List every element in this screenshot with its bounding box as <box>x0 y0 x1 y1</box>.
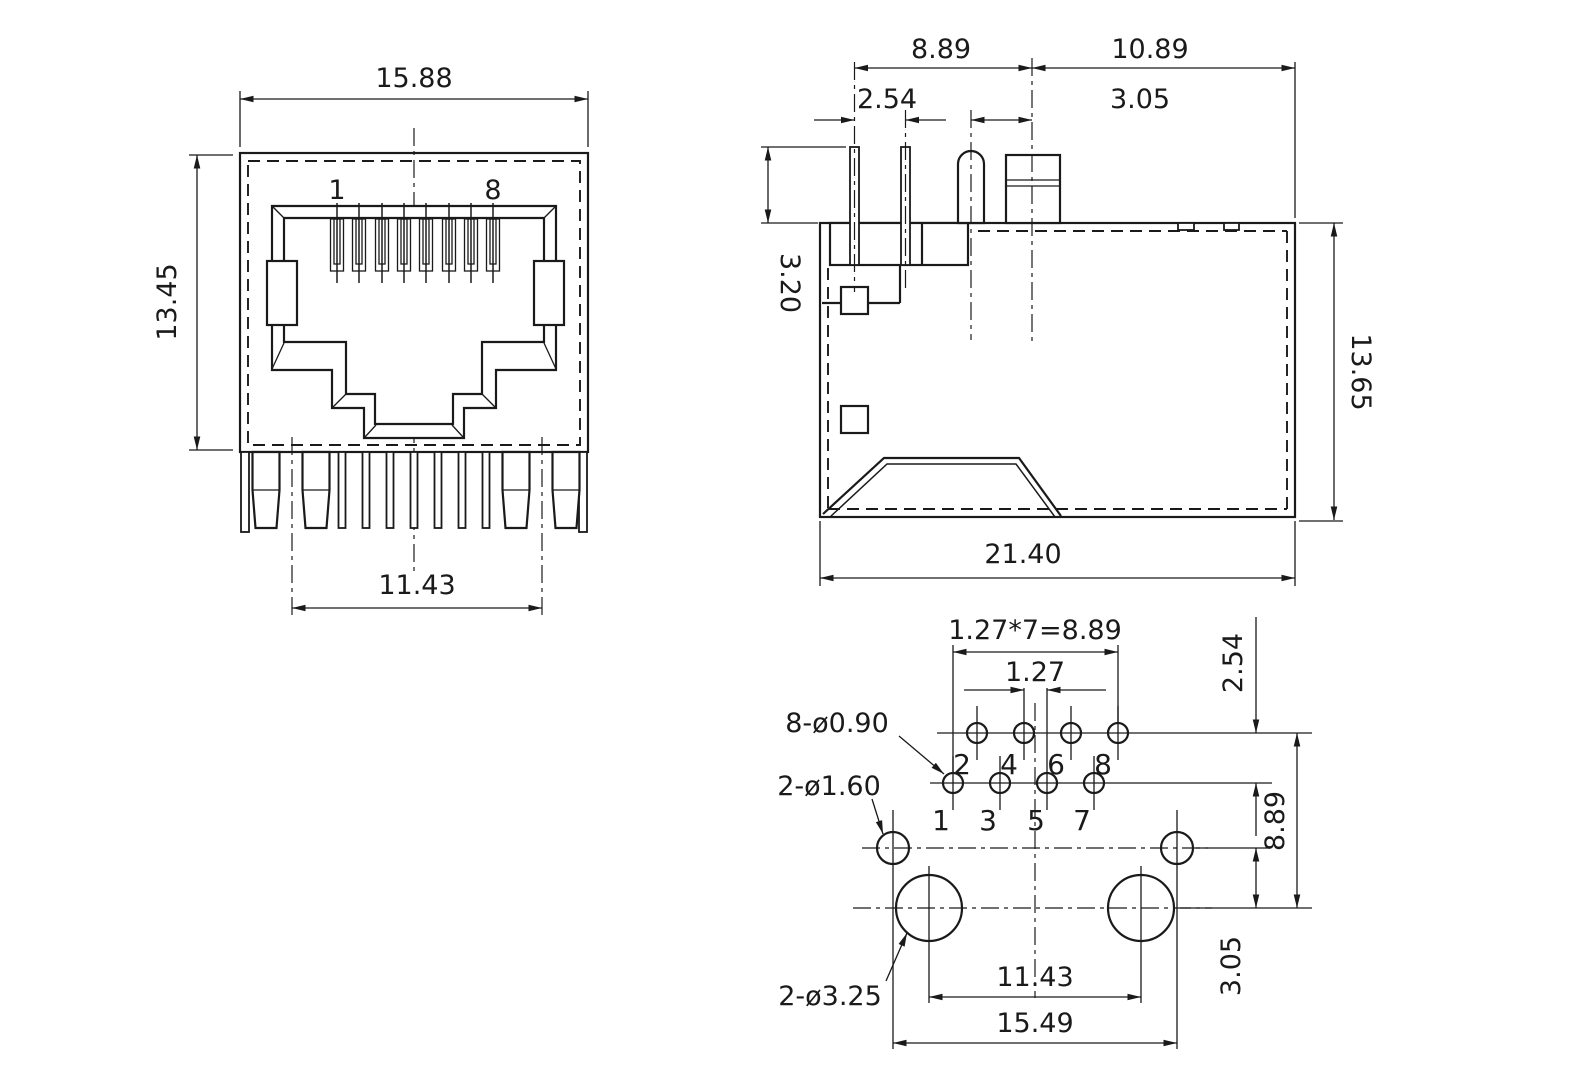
pin-number-5: 5 <box>1027 804 1045 837</box>
dim-bottom-post-span: 15.49 <box>996 1008 1073 1039</box>
contacts <box>329 203 501 283</box>
dim-side-pin-pitch: 2.54 <box>857 84 917 115</box>
pin-holes <box>941 721 1130 795</box>
pin-number-6: 6 <box>1047 748 1065 781</box>
bottom-dim-lines <box>871 617 1312 1047</box>
boss-hole-left <box>894 873 964 943</box>
dim-front-width: 15.88 <box>375 63 452 94</box>
dim-side-pin-height: 3.20 <box>774 253 805 313</box>
bottom-view: 1 2 3 4 5 6 7 8 1.27*7=8.89 1.27 2.54 8.… <box>777 615 1312 1049</box>
pin-number-7: 7 <box>1073 804 1091 837</box>
callout-pin-holes: 8-ø0.90 <box>785 708 889 739</box>
pin-number-1: 1 <box>932 804 950 837</box>
side-top-notch-2 <box>1223 222 1240 231</box>
front-shield-hidden-line <box>247 160 581 446</box>
callout-post-holes: 2-ø1.60 <box>777 771 881 802</box>
pin-number-3: 3 <box>979 804 997 837</box>
front-legs <box>240 450 588 533</box>
jack-opening-inner <box>282 216 546 426</box>
side-top-notch-1 <box>1177 222 1195 231</box>
side-rear-block <box>1004 153 1062 225</box>
pin-number-4: 4 <box>1000 748 1018 781</box>
front-pin8-label: 8 <box>484 175 501 206</box>
dim-bottom-boss-span: 11.43 <box>996 962 1073 993</box>
side-view: 8.89 10.89 2.54 3.05 3.20 13.65 21.40 <box>761 34 1376 586</box>
dim-bottom-rows-to-boss: 8.89 <box>1260 791 1291 851</box>
dim-side-pins-to-center: 8.89 <box>911 34 971 65</box>
side-shield-hidden-line <box>827 230 1288 510</box>
jack-opening-bevel-edges <box>271 206 557 438</box>
pin-number-8: 8 <box>1094 748 1112 781</box>
pin-number-2: 2 <box>953 748 971 781</box>
side-latch-hole-upper <box>839 285 870 316</box>
pin-hole-ticks <box>892 645 1178 1049</box>
side-latch-hole-lower <box>839 404 870 435</box>
front-view: 1 8 15.88 13.45 11.43 <box>152 63 590 620</box>
latch-window-left <box>265 259 299 327</box>
dim-bottom-boss-to-post: 3.05 <box>1216 936 1247 996</box>
side-dim-lines <box>761 62 1343 586</box>
dim-front-height: 13.45 <box>152 263 183 340</box>
dim-side-height: 13.65 <box>1345 333 1376 410</box>
dim-bottom-row-gap: 2.54 <box>1218 633 1249 693</box>
dim-side-length: 21.40 <box>984 539 1061 570</box>
side-body-outline <box>818 221 1297 519</box>
post-hole-left <box>875 830 911 866</box>
dim-side-post-to-center: 3.05 <box>1110 84 1170 115</box>
post-hole-right <box>1159 830 1195 866</box>
dim-bottom-row-span: 1.27*7=8.89 <box>948 615 1122 646</box>
latch-window-right <box>532 259 566 327</box>
dim-side-center-to-rear: 10.89 <box>1111 34 1188 65</box>
dim-front-leg-span: 11.43 <box>378 570 455 601</box>
front-dim-lines <box>189 91 589 612</box>
side-chamfer <box>822 456 1062 518</box>
dim-bottom-stagger: 1.27 <box>1005 657 1065 688</box>
boss-hole-right <box>1106 873 1176 943</box>
front-pin1-label: 1 <box>328 175 345 206</box>
callout-boss-holes: 2-ø3.25 <box>778 981 882 1012</box>
